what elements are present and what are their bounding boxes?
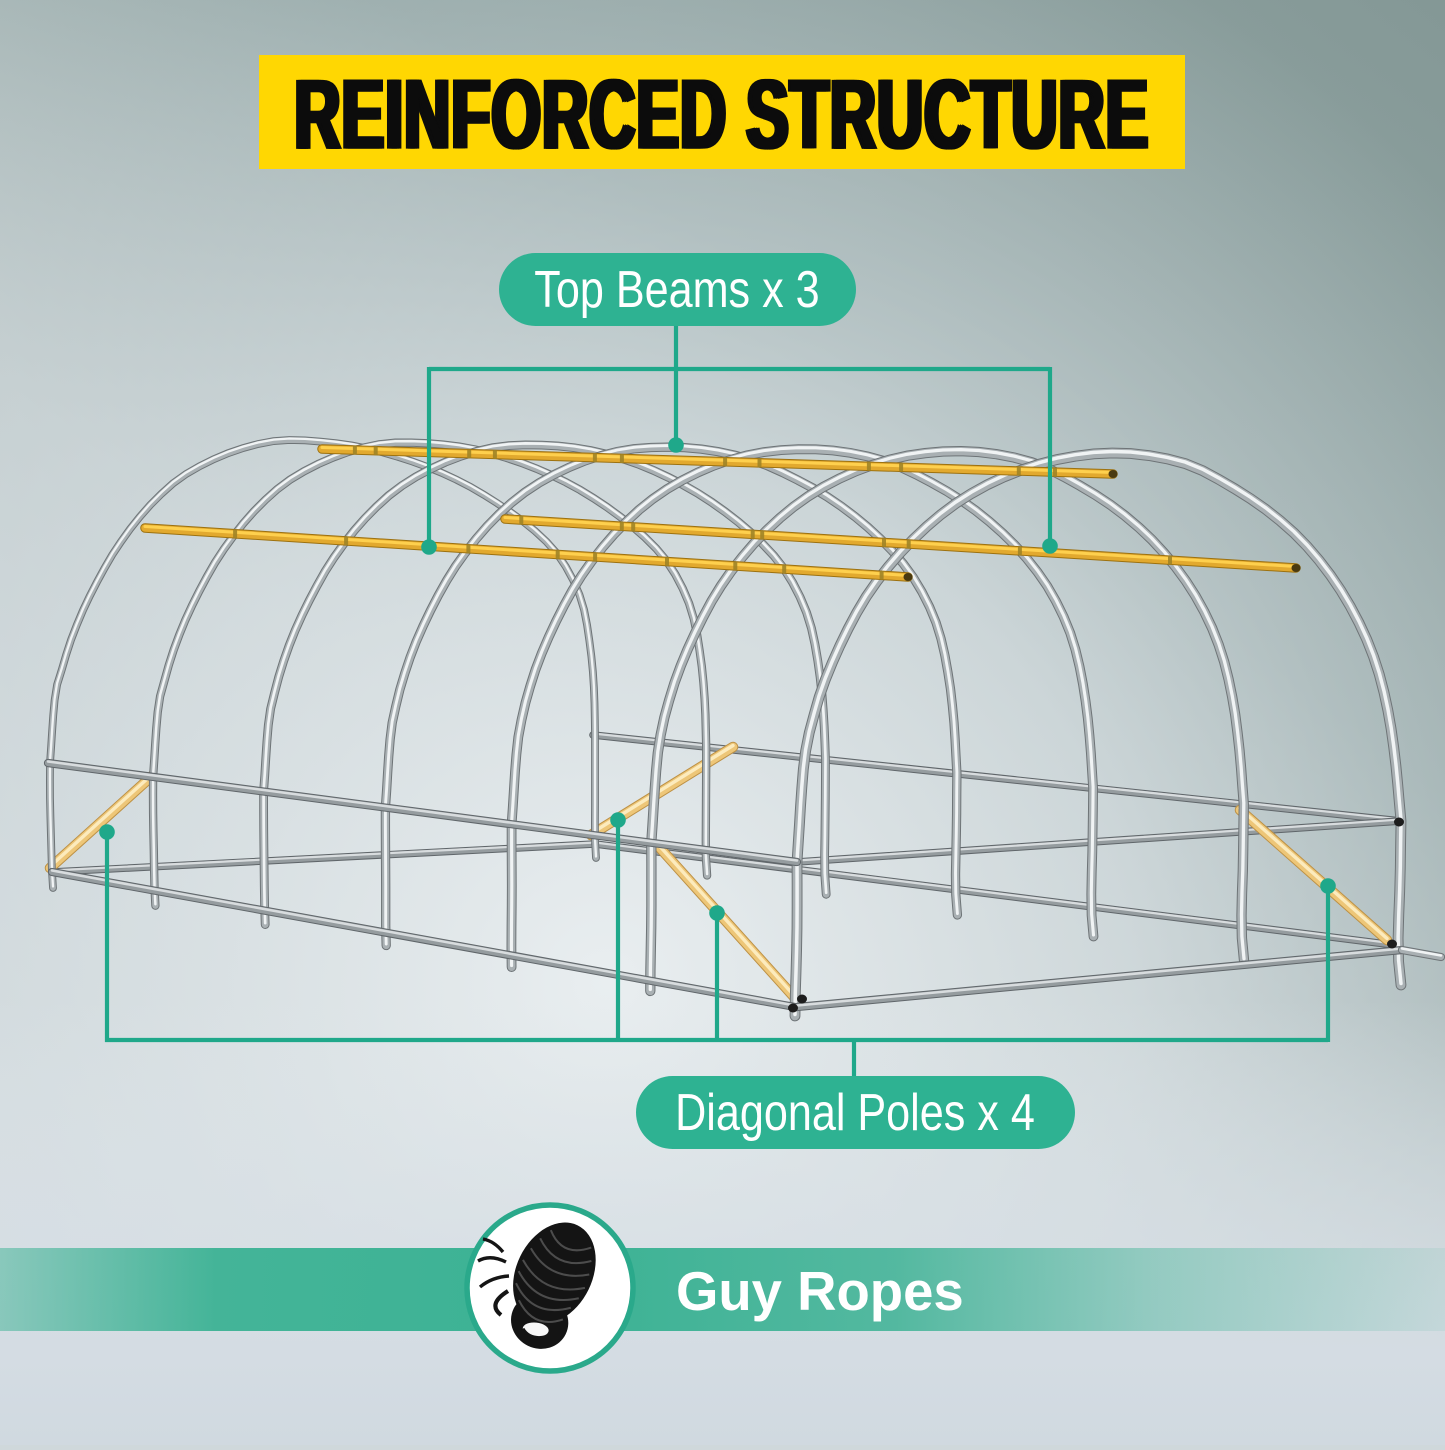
svg-text:REINFORCED STRUCTURE: REINFORCED STRUCTURE — [297, 60, 1152, 169]
svg-text:REINFORCED STRUCTURE: REINFORCED STRUCTURE — [295, 60, 1150, 169]
svg-text:Guy Ropes: Guy Ropes — [676, 1261, 964, 1322]
svg-text:Diagonal Poles x 4: Diagonal Poles x 4 — [675, 1084, 1035, 1142]
svg-text:REINFORCED STRUCTURE: REINFORCED STRUCTURE — [292, 60, 1147, 169]
svg-text:Top Beams x 3: Top Beams x 3 — [534, 261, 819, 319]
